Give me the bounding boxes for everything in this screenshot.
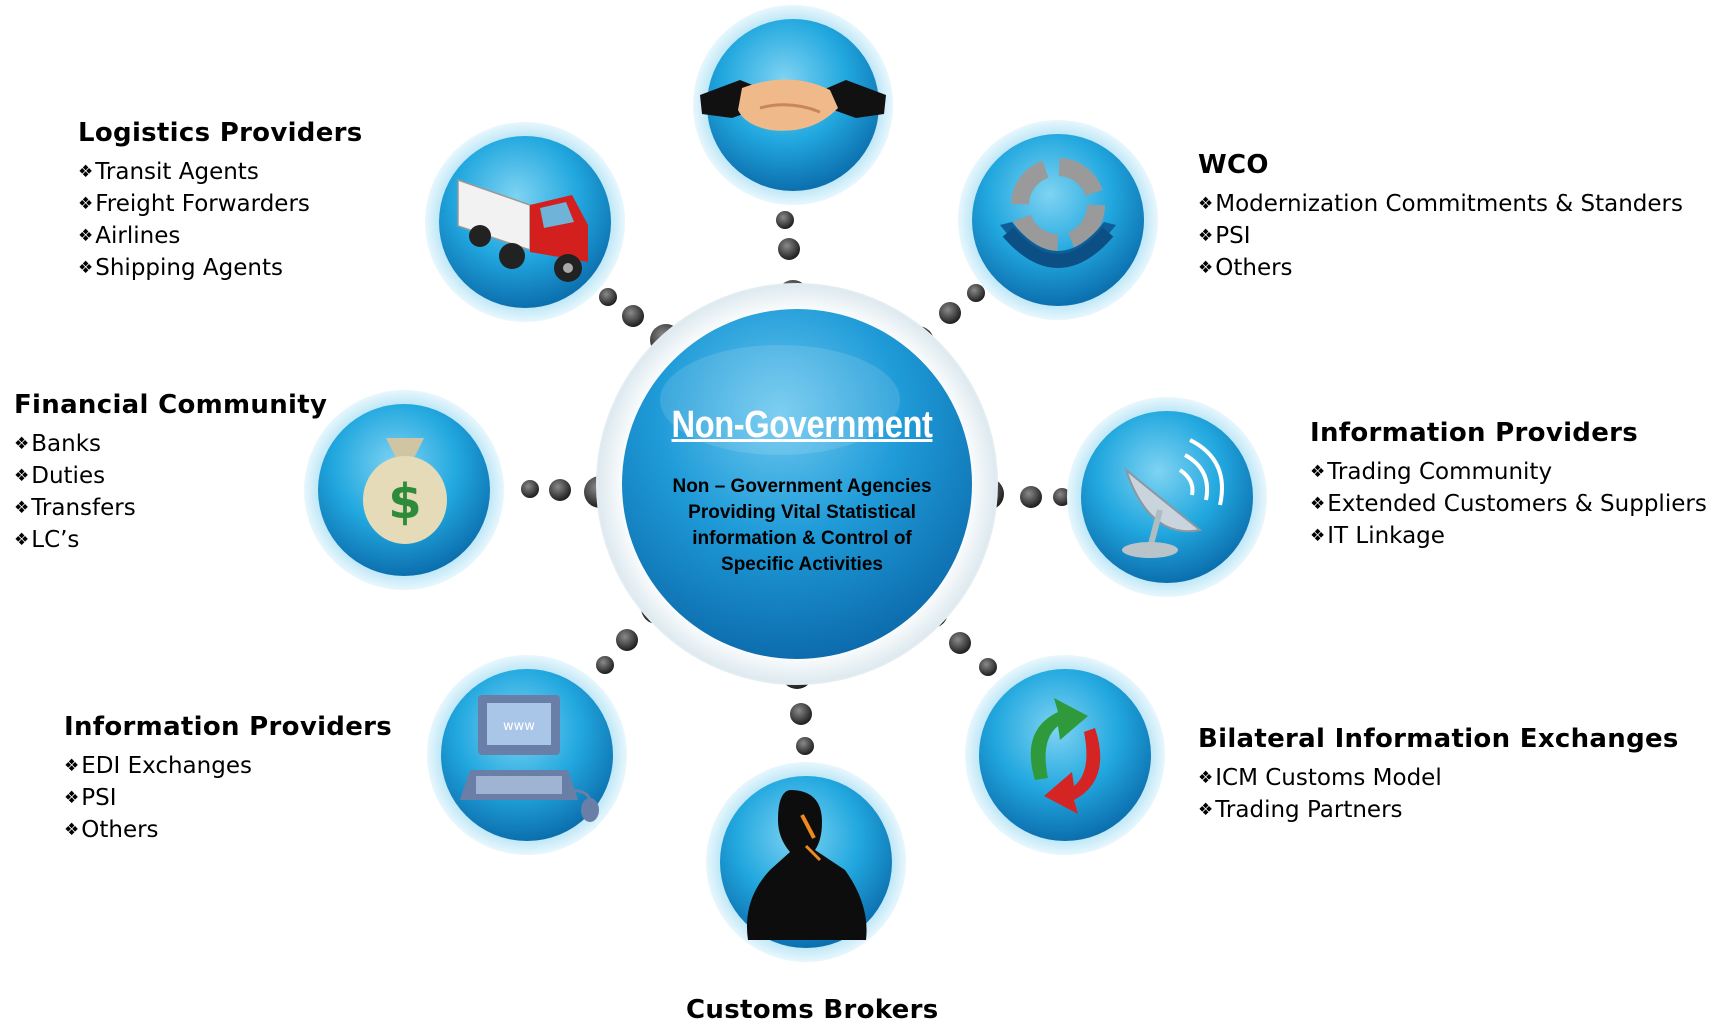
connector-dot [596,656,614,674]
diamond-bullet-icon: ❖ [64,756,80,776]
list-item: ❖Transit Agents [78,159,259,185]
diamond-bullet-icon: ❖ [14,498,30,518]
connector-dot [939,302,961,324]
connector-dot [549,479,571,501]
satellite-dish-icon [1122,438,1224,558]
group-title: Customs Brokers [686,995,939,1025]
node-exchange [965,655,1165,855]
connector-dot [949,632,971,654]
list-item: ❖Banks [14,431,102,457]
diamond-bullet-icon: ❖ [1198,194,1214,214]
diamond-bullet-icon: ❖ [14,434,30,454]
list-item: ❖Transfers [14,495,136,521]
money-bag-icon: $ [363,438,447,544]
list-item: ❖Shipping Agents [78,255,283,281]
list-item: ❖ICM Customs Model [1198,765,1442,791]
node-truck [425,122,625,322]
list-item: ❖PSI [1198,223,1251,249]
connector-dot [776,211,794,229]
diamond-bullet-icon: ❖ [1198,226,1214,246]
exchange-arrows-icon [1030,698,1101,814]
node-satellite [1067,397,1267,597]
list-item: ❖Modernization Commitments & Standers [1198,191,1683,217]
computer-icon: www [460,695,599,822]
node-handshake [693,5,893,205]
list-item: ❖EDI Exchanges [64,753,252,779]
diamond-bullet-icon: ❖ [1198,800,1214,820]
center-title: Non-Government [671,404,933,446]
handshake-icon [700,79,886,131]
node-phone-person [706,762,906,962]
list-item: ❖Freight Forwarders [78,191,310,217]
connector-dot [521,480,539,498]
connector-dot [599,288,617,306]
list-item: ❖Others [1198,255,1293,281]
node-wco [958,120,1158,320]
diamond-bullet-icon: ❖ [14,466,30,486]
diamond-bullet-icon: ❖ [1198,258,1214,278]
group-financial-community: Financial Community ❖Banks ❖Duties ❖Tran… [14,390,327,556]
diamond-bullet-icon: ❖ [78,194,94,214]
diamond-bullet-icon: ❖ [1310,462,1326,482]
diamond-bullet-icon: ❖ [64,820,80,840]
group-information-providers-left: Information Providers ❖EDI Exchanges ❖PS… [64,712,392,846]
phone-person-icon [746,790,867,940]
center-description: Non – Government Agencies Providing Vita… [672,476,932,575]
diamond-bullet-icon: ❖ [78,162,94,182]
connector-dot [622,305,644,327]
group-title: Financial Community [14,390,328,420]
diamond-bullet-icon: ❖ [14,530,30,550]
diamond-bullet-icon: ❖ [78,258,94,278]
truck-icon [457,178,588,282]
group-customs-brokers: Customs Brokers [686,995,939,1033]
list-item: ❖Airlines [78,223,181,249]
group-title: Information Providers [1310,418,1639,448]
list-item: ❖Extended Customers & Suppliers [1310,491,1707,517]
group-title: WCO [1198,150,1269,180]
list-item: ❖Others [64,817,159,843]
diamond-bullet-icon: ❖ [1198,768,1214,788]
connector-dot [1020,486,1042,508]
group-bilateral-information-exchanges: Bilateral Information Exchanges ❖ICM Cus… [1198,724,1679,826]
list-item: ❖PSI [64,785,117,811]
list-item: ❖IT Linkage [1310,523,1445,549]
group-title: Logistics Providers [78,118,363,148]
group-title: Bilateral Information Exchanges [1198,724,1679,754]
connector-dot [1053,488,1071,506]
node-money-bag: $ [304,390,504,590]
svg-text:www: www [503,719,535,734]
connector-dot [778,238,800,260]
node-computer: www [427,655,627,855]
connector-dot [790,703,812,725]
diamond-bullet-icon: ❖ [64,788,80,808]
diamond-bullet-icon: ❖ [1310,494,1326,514]
connector-dot [979,658,997,676]
list-item: ❖Trading Community [1310,459,1553,485]
center-hub [596,283,998,685]
connector-dot [796,737,814,755]
svg-text:$: $ [388,474,421,530]
group-information-providers-right: Information Providers ❖Trading Community… [1310,418,1707,552]
list-item: ❖Duties [14,463,106,489]
connector-dot [616,629,638,651]
diamond-bullet-icon: ❖ [78,226,94,246]
group-logistics-providers: Logistics Providers ❖Transit Agents ❖Fre… [78,118,363,284]
list-item: ❖Trading Partners [1198,797,1403,823]
connector-dot [967,284,985,302]
group-wco: WCO ❖Modernization Commitments & Stander… [1198,150,1683,284]
list-item: ❖LC’s [14,527,80,553]
group-title: Information Providers [64,712,393,742]
diamond-bullet-icon: ❖ [1310,526,1326,546]
wco-logo-icon [1000,158,1116,268]
